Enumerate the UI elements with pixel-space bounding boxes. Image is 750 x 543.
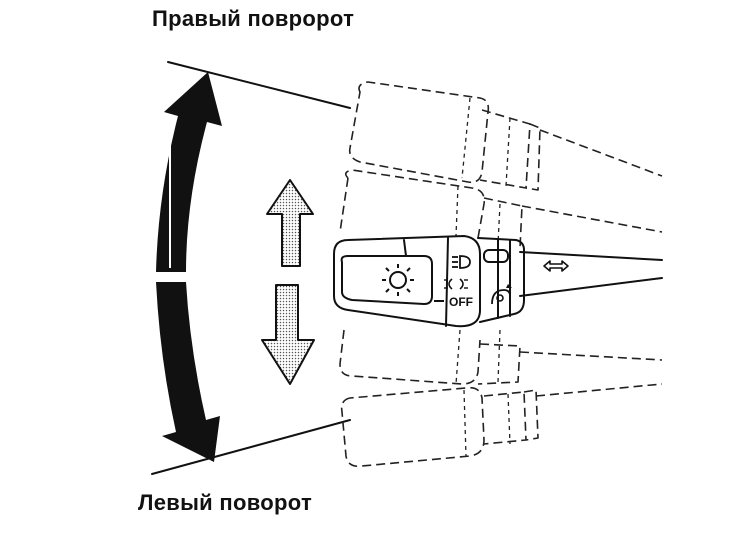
high-beam-icon (452, 255, 471, 269)
lever-ghost-middle-lower (339, 329, 663, 385)
lever-ghost-lower (340, 383, 663, 468)
lever-ghost-upper (348, 81, 663, 191)
right-turn-caption: Правый повророт (152, 6, 355, 31)
turn-direction-arrow-icon (156, 72, 222, 462)
lever-stem (519, 251, 663, 297)
lever-knob (333, 235, 481, 328)
lever-collar (477, 237, 525, 323)
parking-light-icon (444, 278, 468, 290)
left-turn-caption: Левый поворот (138, 490, 313, 515)
headlight-icon (382, 264, 414, 296)
swing-guide-lines (151, 61, 351, 475)
flash-arrows-icon (543, 260, 569, 272)
down-arrow-icon (261, 284, 315, 385)
wiper-icon (491, 284, 512, 305)
off-label: OFF (449, 295, 473, 309)
lever-ghost-middle-upper (339, 169, 663, 249)
up-arrow-icon (266, 179, 314, 267)
